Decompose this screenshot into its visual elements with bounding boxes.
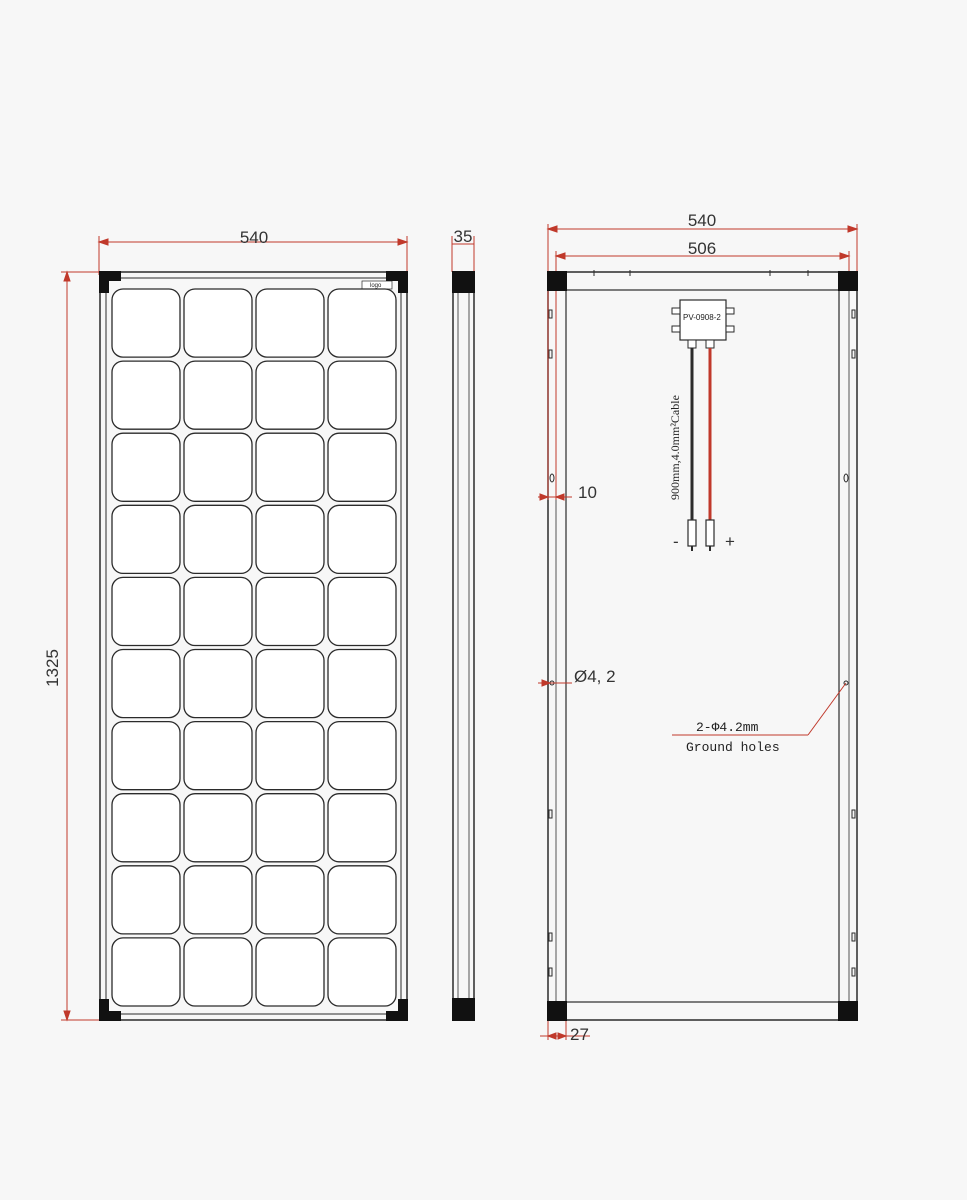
rear-top-frame-marks [593, 270, 809, 276]
solar-cell [255, 360, 325, 430]
side-profile [452, 271, 475, 1021]
solar-cell [111, 288, 181, 358]
ground-hole-spec-label: 2-Φ4.2mm [696, 720, 759, 735]
solar-cell [183, 720, 253, 791]
rear-inner-width-dimension [554, 251, 851, 272]
solar-cell [111, 576, 181, 647]
solar-cell [111, 648, 181, 719]
junction-box-label: PV-0908-2 [683, 313, 721, 322]
rear-edge-offset-label: 10 [578, 483, 597, 502]
rear-hole-diameter-label: Ø4, 2 [574, 667, 616, 686]
positive-terminal-label: + [725, 532, 735, 551]
rear-corner-top-right [838, 271, 858, 291]
front-panel-frame [99, 271, 408, 1021]
ground-hole-callout [672, 682, 847, 736]
ground-hole-right [843, 680, 849, 686]
solar-cell [327, 504, 397, 575]
junction-box [671, 299, 735, 349]
solar-cell [183, 360, 253, 430]
solar-cell [327, 865, 397, 935]
solar-cell [183, 432, 253, 502]
rear-corner-bottom-right [838, 1001, 858, 1021]
negative-connector [687, 519, 697, 547]
solar-cell [183, 576, 253, 647]
front-corner-top-right [386, 271, 408, 293]
front-view: 540 1325 logo [43, 228, 409, 1022]
solar-cell [327, 720, 397, 791]
solar-cell [111, 360, 181, 430]
positive-connector [705, 519, 715, 547]
side-thickness-dimension [451, 236, 475, 272]
negative-terminal-label: - [673, 532, 679, 551]
front-corner-brackets [99, 271, 408, 1021]
side-view: 35 [451, 227, 475, 1021]
solar-cell [255, 576, 325, 647]
rear-corner-brackets [547, 271, 858, 1021]
solar-cell [255, 432, 325, 502]
ground-hole-description-label: Ground holes [686, 740, 780, 755]
rear-outer-frame [547, 271, 858, 1021]
rear-mounting-holes [549, 473, 849, 686]
solar-cell [327, 793, 397, 863]
output-cables [687, 348, 715, 551]
mounting-hole-right [843, 473, 849, 483]
front-width-dimension [97, 236, 409, 275]
solar-cell-grid [111, 288, 397, 1007]
solar-cell [183, 288, 253, 358]
solar-cell [183, 648, 253, 719]
front-corner-bottom-right [386, 999, 408, 1021]
solar-cell [111, 793, 181, 863]
side-top-cap [452, 271, 475, 293]
cable-spec-label: 900mm,4.0mm²Cable [668, 395, 682, 500]
rear-outer-width-dimension [546, 224, 859, 272]
rear-corner-top-left [547, 271, 567, 291]
solar-cell [111, 865, 181, 935]
rear-outer-width-label: 540 [688, 211, 716, 230]
rear-frame-width-label: 27 [570, 1025, 589, 1044]
front-panel-inner-frame [105, 277, 402, 1015]
solar-cell [183, 504, 253, 575]
solar-cell [327, 937, 397, 1007]
rear-corner-bottom-left [547, 1001, 567, 1021]
solar-cell [111, 504, 181, 575]
solar-cell [255, 720, 325, 791]
solar-cell [327, 288, 397, 358]
mounting-hole-left [549, 473, 555, 483]
rear-view: 540 506 [538, 211, 859, 1044]
solar-cell [183, 793, 253, 863]
front-height-dimension [61, 270, 100, 1022]
front-corner-top-left [99, 271, 121, 293]
solar-cell [183, 865, 253, 935]
solar-cell [255, 793, 325, 863]
solar-cell [327, 648, 397, 719]
front-height-label: 1325 [43, 649, 62, 687]
rear-edge-offset-dimension [538, 290, 572, 501]
solar-cell [255, 865, 325, 935]
solar-cell [327, 576, 397, 647]
solar-cell [255, 288, 325, 358]
solar-cell [327, 432, 397, 502]
solar-cell [255, 937, 325, 1007]
rear-mounting-slots [548, 309, 856, 977]
solar-cell [111, 937, 181, 1007]
front-nameplate-label: logo [370, 283, 382, 289]
rear-back-sheet [565, 289, 840, 1003]
solar-cell [255, 504, 325, 575]
side-bottom-cap [452, 998, 475, 1021]
solar-cell [327, 360, 397, 430]
rear-inner-width-label: 506 [688, 239, 716, 258]
solar-cell [111, 432, 181, 502]
solar-cell [255, 648, 325, 719]
front-width-label: 540 [240, 228, 268, 247]
side-thickness-label: 35 [454, 227, 473, 246]
solar-cell [183, 937, 253, 1007]
solar-cell [111, 720, 181, 791]
front-corner-bottom-left [99, 999, 121, 1021]
rear-frame-width-dimension [540, 1002, 590, 1040]
rear-hole-diameter-dimension [538, 679, 572, 687]
